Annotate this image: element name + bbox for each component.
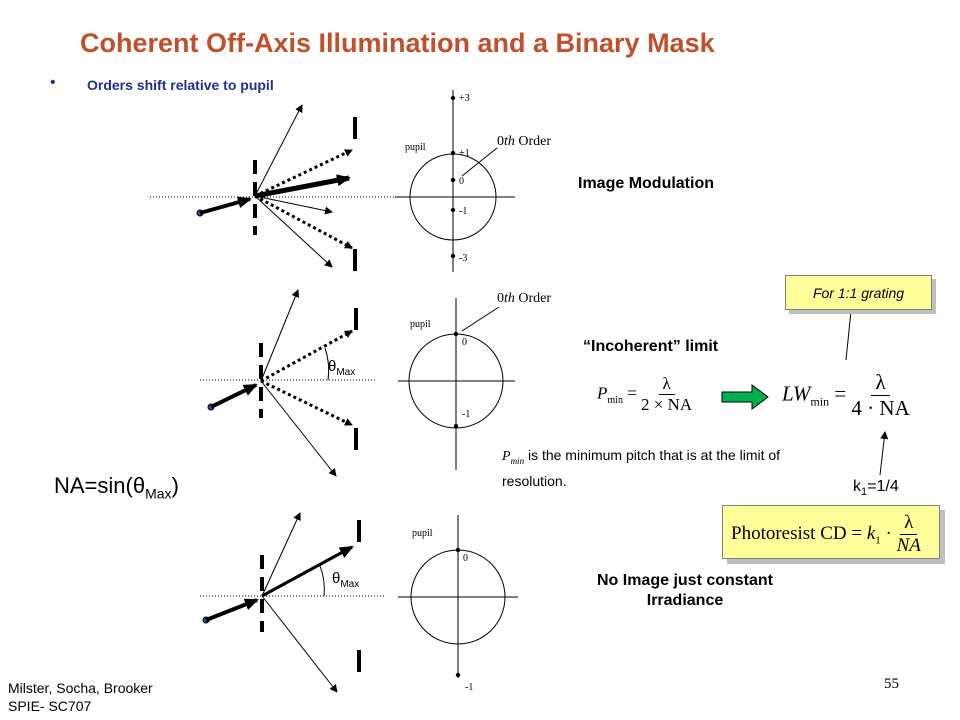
grating-note-box: For 1:1 grating bbox=[785, 275, 932, 310]
panel3-mask-diagram bbox=[200, 512, 385, 693]
panel3-pupil bbox=[398, 515, 518, 678]
tick-label: -1 bbox=[465, 682, 474, 693]
zeroth-order-label: 0th Order bbox=[497, 134, 552, 149]
page-number: 55 bbox=[884, 676, 899, 692]
theta-max-label: θMax bbox=[328, 358, 356, 378]
pupil-label: pupil bbox=[412, 528, 433, 539]
no-image-heading: No Image just constant Irradiance bbox=[596, 572, 774, 609]
theta-max-label: θMax bbox=[332, 570, 360, 590]
zeroth-order-label: 0th Order bbox=[497, 291, 552, 306]
tick-label: -1 bbox=[459, 206, 468, 217]
tick-label: -3 bbox=[459, 253, 468, 264]
pupil-label: pupil bbox=[410, 319, 431, 330]
bullet-dot: • bbox=[50, 74, 56, 91]
pmin-note: Pmin is the minimum pitch that is at the… bbox=[502, 447, 781, 489]
panel2-mask-diagram bbox=[200, 289, 375, 477]
tick-label: +3 bbox=[459, 93, 470, 104]
panel2-pupil bbox=[398, 298, 515, 470]
k1-value: k1=1/4 bbox=[853, 478, 899, 499]
panel1-pupil bbox=[395, 90, 515, 272]
pupil-label: pupil bbox=[405, 142, 426, 153]
footer-credits: Milster, Socha, Brooker SPIE- SC707 bbox=[8, 680, 153, 714]
tick-label: 0 bbox=[459, 176, 464, 187]
tick-label: 0 bbox=[462, 337, 467, 348]
bullet-text: Orders shift relative to pupil bbox=[87, 77, 274, 93]
tick-label: 0 bbox=[463, 553, 468, 564]
image-modulation-heading: Image Modulation bbox=[578, 175, 714, 192]
tick-label: +1 bbox=[459, 148, 470, 159]
green-arrow bbox=[721, 384, 769, 410]
panel1-mask-diagram bbox=[150, 104, 400, 271]
na-formula: NA=sin(θMax) bbox=[54, 473, 179, 502]
incoherent-limit-heading: “Incoherent” limit bbox=[583, 338, 719, 355]
slide-title: Coherent Off-Axis Illumination and a Bin… bbox=[80, 28, 715, 58]
tick-label: -1 bbox=[462, 409, 471, 420]
